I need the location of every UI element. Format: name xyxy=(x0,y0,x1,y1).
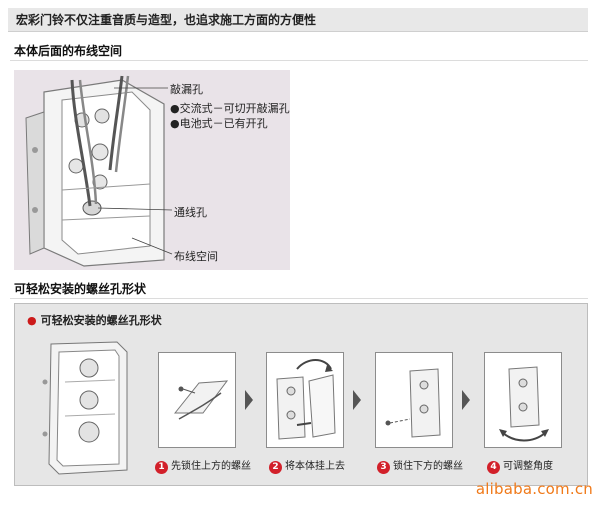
install-steps-panel: ●可轻松安装的螺丝孔形状 xyxy=(14,303,588,486)
section2-title: 可轻松安装的螺丝孔形状 xyxy=(14,282,147,296)
step-3-figure xyxy=(375,352,453,448)
watermark: alibaba.com.cn xyxy=(475,480,593,498)
callout-ac: ●交流式－可切开敲漏孔 xyxy=(170,102,290,115)
adjust-angle-illustration xyxy=(499,366,549,442)
section1-title: 本体后面的布线空间 xyxy=(14,44,123,58)
header-bar: 宏彩门铃不仅注重音质与造型，也追求施工方面的方便性 xyxy=(8,8,588,32)
section2-divider xyxy=(10,298,588,299)
step-arrow-3 xyxy=(462,390,470,410)
screw-top-illustration xyxy=(173,380,229,420)
screw-bottom-illustration xyxy=(385,368,441,438)
callout-battery: ●电池式－已有开孔 xyxy=(170,117,268,130)
doorbell-unit-illustration xyxy=(42,341,128,475)
step-4-figure xyxy=(484,352,562,448)
callout-through-hole: 通线孔 xyxy=(174,206,207,219)
hang-unit-illustration xyxy=(276,359,336,440)
wiring-photo: 敲漏孔 ●交流式－可切开敲漏孔 ●电池式－已有开孔 通线孔 布线空间 xyxy=(14,70,290,270)
step-1-figure xyxy=(158,352,236,448)
step-arrow-1 xyxy=(245,390,253,410)
doorbell-back-illustration xyxy=(25,75,173,267)
install-panel-title: ●可轻松安装的螺丝孔形状 xyxy=(27,314,162,327)
step-arrow-2 xyxy=(353,390,361,410)
section1-divider xyxy=(10,60,588,61)
bullet-icon: ● xyxy=(27,314,37,327)
header-title: 宏彩门铃不仅注重音质与造型，也追求施工方面的方便性 xyxy=(16,13,317,27)
step-2-figure xyxy=(266,352,344,448)
callout-knockout: 敲漏孔 xyxy=(170,83,203,96)
callout-wiring-space: 布线空间 xyxy=(174,250,218,263)
